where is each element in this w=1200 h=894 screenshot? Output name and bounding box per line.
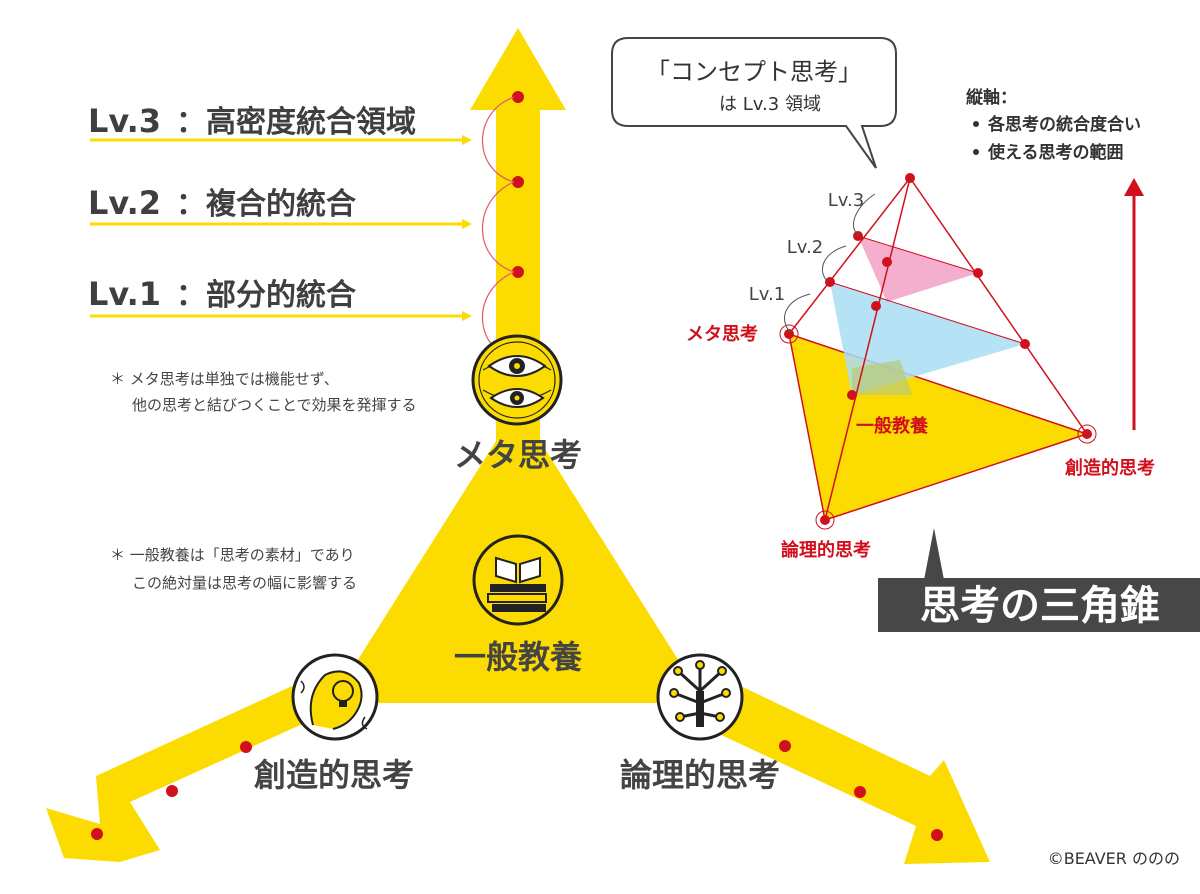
overlap-region	[852, 360, 912, 395]
level2-plane	[858, 236, 978, 302]
level-pointer-1	[90, 311, 472, 321]
axis-legend-item-2: 使える思考の範囲	[987, 142, 1124, 163]
general-label: 一般教養	[454, 638, 582, 676]
level-arc-3	[482, 96, 515, 183]
credit: ©BEAVER ののの	[1048, 849, 1180, 868]
creative-dot-3	[91, 828, 103, 840]
pyramid-meta-label: メタ思考	[686, 323, 758, 345]
edge-meta	[788, 177, 911, 335]
books-icon	[472, 534, 564, 626]
pyramid-diagram: 「コンセプト思考」 は Lv.3 領域	[611, 37, 1200, 632]
title-banner	[878, 578, 1200, 632]
speech-bubble: 「コンセプト思考」 は Lv.3 領域	[611, 37, 897, 169]
circuit-tree-icon	[656, 653, 744, 741]
pyramid-creative-label: 創造的思考	[1064, 457, 1155, 479]
lightbulb-head-icon	[291, 653, 379, 741]
meta-label: メタ思考	[454, 436, 582, 474]
meta-note-line1: ＊ メタ思考は単独では機能せず、	[110, 370, 339, 388]
level-tag-1: Lv.1	[88, 275, 161, 313]
level-dot-2	[512, 176, 524, 188]
logical-label: 論理的思考	[620, 756, 780, 794]
level-arc-2	[482, 181, 515, 273]
pyramid-logical-label: 論理的思考	[781, 539, 871, 561]
logical-arrow	[672, 662, 990, 864]
general-note-line1: ＊ 一般教養は「思考の素材」であり	[110, 546, 355, 564]
axis-legend-item-1: 各思考の統合度合い	[987, 114, 1141, 135]
logical-dot-2	[854, 786, 866, 798]
edge-creative	[909, 177, 1088, 435]
meta-vertex	[784, 329, 794, 339]
pyramid-general-label: 一般教養	[856, 415, 928, 437]
eye-icon	[471, 334, 563, 426]
creative-vertex	[1082, 429, 1092, 439]
level-name-1: ：部分的統合	[176, 278, 356, 313]
level-pointer-2	[90, 219, 472, 229]
level-dot-1	[512, 266, 524, 278]
level-name-2: ：複合的統合	[176, 187, 356, 222]
bubble-line2: は Lv.3 領域	[719, 94, 821, 115]
logical-dot-1	[779, 740, 791, 752]
title-pointer	[924, 528, 944, 580]
level-pointer-3	[90, 135, 472, 145]
creative-label: 創造的思考	[254, 756, 414, 794]
apex-dot	[905, 173, 915, 183]
creative-arrow	[46, 664, 360, 862]
level-tag-2: Lv.2	[88, 184, 161, 222]
logical-dot-3	[931, 829, 943, 841]
pyramid-lv2: Lv.2	[787, 237, 823, 258]
edge-logical	[824, 177, 911, 521]
creative-dot-1	[240, 741, 252, 753]
meta-arrow	[470, 28, 566, 470]
page-title: 思考の三角錐	[920, 582, 1160, 629]
level-tag-3: Lv.3	[88, 102, 161, 140]
bubble-line1: 「コンセプト思考」	[646, 58, 862, 86]
pyramid-lv3: Lv.3	[828, 190, 864, 211]
pyramid-lv1: Lv.1	[749, 284, 785, 305]
thinking-triangle-diagram: Lv.3 ：高密度統合領域 Lv.2 ：複合的統合 Lv.1 ：部分的統合 ＊ …	[46, 28, 990, 864]
meta-note-line2: 他の思考と結びつくことで効果を発揮する	[132, 396, 417, 414]
triangle-shadow	[330, 406, 706, 703]
logical-vertex	[820, 515, 830, 525]
level-name-3: ：高密度統合領域	[176, 105, 416, 140]
creative-dot-2	[166, 785, 178, 797]
axis-legend-title: 縦軸：	[966, 87, 1017, 108]
level-dot-3	[512, 91, 524, 103]
general-note-line2: この絶対量は思考の幅に影響する	[132, 574, 357, 592]
